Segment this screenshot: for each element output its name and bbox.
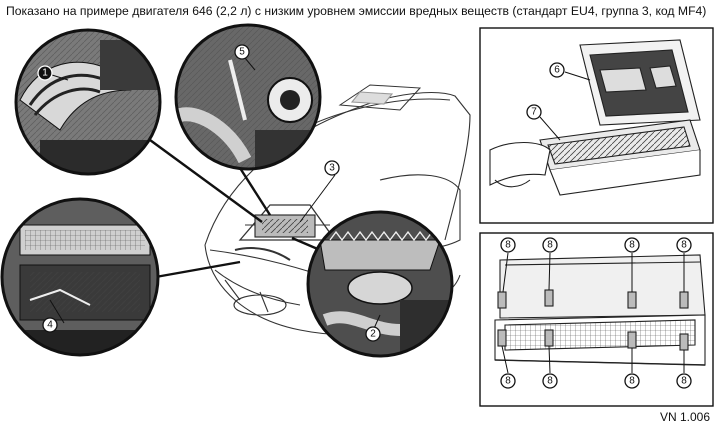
callout-4: 4	[42, 317, 58, 333]
callout-5: 5	[234, 44, 250, 60]
svg-text:8: 8	[505, 240, 511, 251]
callout-8-bottom-3: 8	[624, 373, 640, 389]
detail-circle-2	[308, 212, 452, 356]
svg-text:5: 5	[239, 47, 245, 58]
callout-6: 6	[549, 62, 565, 78]
svg-text:6: 6	[554, 65, 560, 76]
svg-text:8: 8	[547, 376, 553, 387]
detail-circle-4	[2, 199, 158, 355]
svg-text:2: 2	[370, 329, 376, 340]
svg-text:7: 7	[531, 107, 537, 118]
svg-text:3: 3	[329, 163, 335, 174]
detail-circle-5	[176, 25, 320, 169]
callout-3: 3	[324, 160, 340, 176]
svg-text:1: 1	[42, 68, 48, 79]
airbox-clips-drawing	[494, 254, 706, 366]
svg-text:8: 8	[505, 376, 511, 387]
car-drawing	[204, 84, 471, 335]
svg-text:8: 8	[547, 240, 553, 251]
figure-reference-code: VN 1.006	[659, 410, 710, 424]
callout-8-bottom-4: 8	[676, 373, 692, 389]
svg-text:8: 8	[629, 240, 635, 251]
callout-8-bottom-1: 8	[500, 373, 516, 389]
callout-8-bottom-2: 8	[542, 373, 558, 389]
svg-text:8: 8	[681, 240, 687, 251]
svg-text:8: 8	[629, 376, 635, 387]
airbox-open-drawing	[489, 39, 701, 196]
callout-2: 2	[365, 326, 381, 342]
callout-8-top-2: 8	[542, 237, 558, 253]
callout-7: 7	[526, 104, 542, 120]
svg-text:4: 4	[47, 320, 53, 331]
callout-8-top-3: 8	[624, 237, 640, 253]
figure-caption: Показано на примере двигателя 646 (2,2 л…	[6, 4, 707, 18]
svg-text:8: 8	[681, 376, 687, 387]
callout-8-top-1: 8	[500, 237, 516, 253]
detail-circle-1	[16, 30, 160, 174]
leader-lines	[149, 139, 336, 280]
callout-8-top-4: 8	[676, 237, 692, 253]
callout-1: 1	[37, 65, 53, 81]
